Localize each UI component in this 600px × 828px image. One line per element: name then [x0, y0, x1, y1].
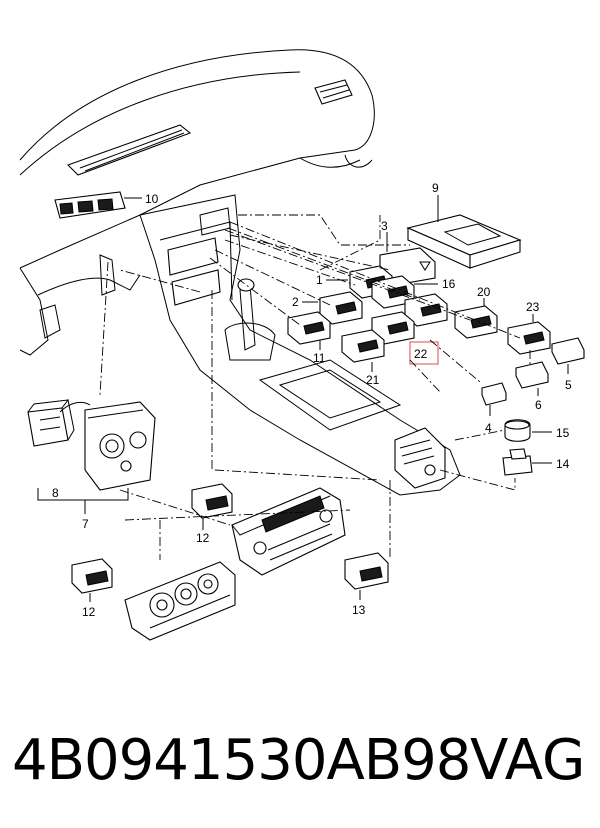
callout-11: 11	[313, 351, 326, 365]
callout-12a: 12	[196, 531, 210, 545]
part-8-switch	[27, 399, 75, 447]
callout-22: 22	[414, 347, 428, 361]
part-15-ring: 15	[504, 419, 570, 442]
callout-4: 4	[485, 421, 492, 435]
callout-23: 23	[526, 300, 540, 314]
part-9-tray: 9	[406, 181, 522, 269]
callout-21: 21	[366, 373, 380, 387]
part-20-switch: 20	[404, 285, 491, 327]
part-4-blank: 4	[481, 382, 507, 435]
callout-7: 7	[82, 517, 89, 531]
callout-14: 14	[556, 457, 570, 471]
part-14-knob: 14	[502, 448, 570, 476]
dashboard-outline	[19, 49, 375, 356]
callout-3: 3	[381, 219, 388, 233]
leader-lines	[99, 214, 531, 560]
callout-2: 2	[292, 295, 299, 309]
callout-9: 9	[432, 181, 439, 195]
callout-6: 6	[535, 398, 542, 412]
part-23-switch: 23	[454, 300, 551, 355]
callout-10: 10	[145, 192, 159, 206]
part-number: 4B0941530AB98	[12, 728, 471, 793]
callout-20: 20	[477, 285, 491, 299]
part-10-vent: 10	[54, 191, 159, 219]
callout-8: 8	[52, 486, 59, 500]
part-21-switch: 21	[341, 329, 385, 387]
part-12-switch-upper: 12	[191, 483, 233, 545]
climate-control-upper	[231, 487, 346, 576]
part-11-switch: 11	[287, 311, 331, 365]
callout-12b: 12	[82, 605, 96, 619]
callout-15: 15	[556, 426, 570, 440]
parts-diagram: 10 9 3 1 16 2 20	[19, 49, 585, 641]
callout-5: 5	[565, 378, 572, 392]
callout-13: 13	[352, 603, 366, 617]
brand-label: VAG	[470, 728, 586, 793]
part-7-light-switch	[59, 401, 156, 491]
part-2-switch: 2	[292, 291, 363, 325]
part-6-blank: 6	[515, 361, 549, 412]
center-console	[139, 194, 461, 496]
climate-control-lower	[124, 561, 236, 641]
callout-22-box[interactable]: 22	[409, 341, 439, 365]
part-5-blank: 5	[551, 337, 585, 392]
part-switch-center	[371, 311, 415, 345]
callout-16: 16	[442, 277, 456, 291]
callout-7-bracket: 8 7	[37, 486, 129, 531]
part-13-switch: 13	[344, 552, 389, 617]
callout-1: 1	[316, 273, 323, 287]
part-12-switch-lower: 12	[71, 558, 113, 619]
